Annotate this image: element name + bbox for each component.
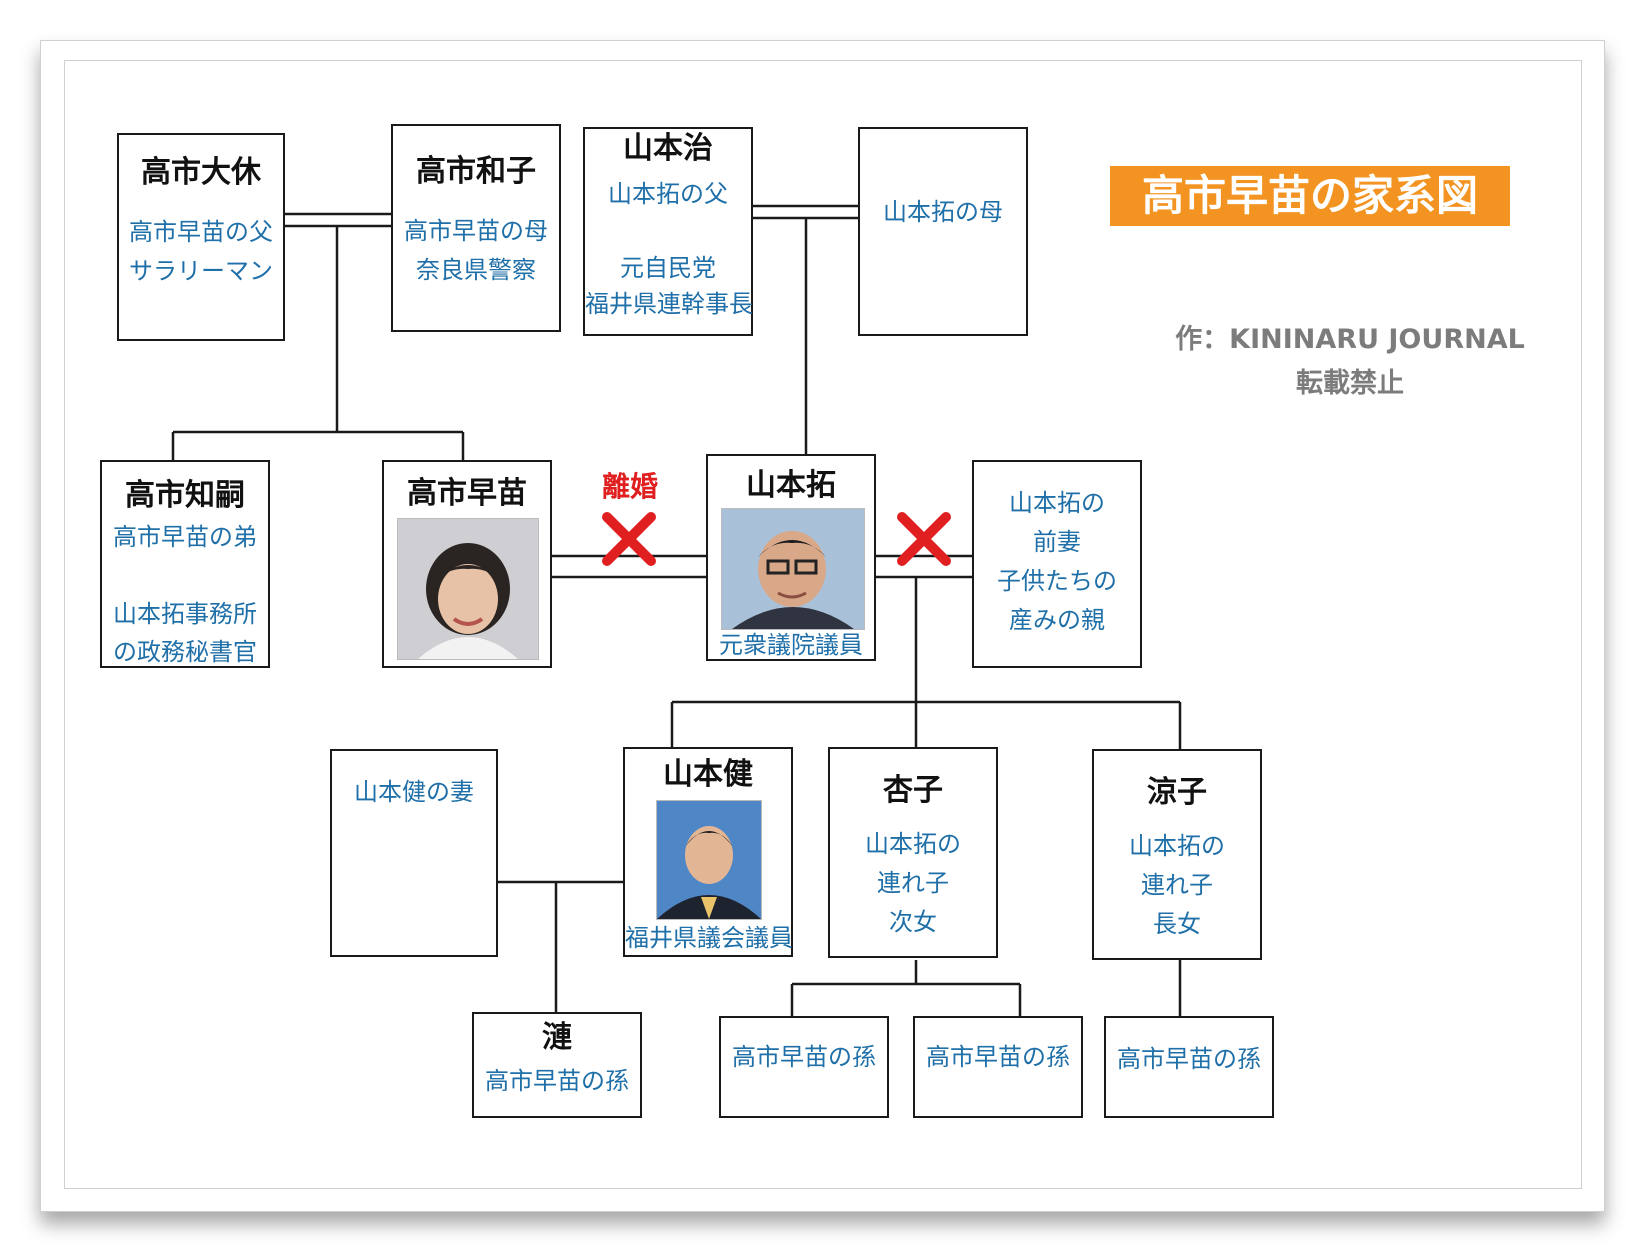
person-yamamoto-mother: 山本拓の母 bbox=[858, 127, 1028, 336]
person-note: 福井県議会議員 bbox=[625, 924, 793, 952]
person-name: 杏子 bbox=[883, 773, 943, 808]
person-grandchild-3: 高市早苗の孫 bbox=[1104, 1016, 1274, 1118]
person-note: サラリーマン bbox=[129, 257, 273, 285]
person-ryoko: 涼子 山本拓の 連れ子 長女 bbox=[1092, 749, 1262, 960]
person-note: 山本拓の母 bbox=[883, 198, 1003, 226]
person-name: 漣 bbox=[542, 1020, 572, 1055]
credit-note: 転載禁止 bbox=[1296, 368, 1404, 399]
person-name: 高市和子 bbox=[416, 154, 536, 189]
page-title: 高市早苗の家系図 bbox=[1110, 166, 1510, 226]
person-note: 次女 bbox=[889, 908, 937, 936]
person-kyoko: 杏子 山本拓の 連れ子 次女 bbox=[828, 747, 998, 958]
person-note: 山本拓事務所 bbox=[113, 600, 257, 628]
person-note: 長女 bbox=[1153, 910, 1201, 938]
divorce-label: 離婚 bbox=[601, 470, 658, 503]
person-note: 高市早苗の孫 bbox=[485, 1067, 629, 1095]
person-note: 山本拓の bbox=[1009, 489, 1105, 517]
person-note: 高市早苗の母 bbox=[404, 217, 548, 245]
person-note: 奈良県警察 bbox=[416, 256, 536, 284]
person-grandchild-2: 高市早苗の孫 bbox=[913, 1016, 1083, 1118]
person-note: 高市早苗の孫 bbox=[1117, 1045, 1261, 1073]
person-name: 高市知嗣 bbox=[125, 478, 245, 513]
person-note: 元衆議院議員 bbox=[719, 631, 863, 659]
person-takaichi-tomotsugu: 高市知嗣 高市早苗の弟 山本拓事務所 の政務秘書官 bbox=[100, 460, 270, 668]
person-name: 山本健 bbox=[663, 757, 753, 792]
person-note: 子供たちの bbox=[997, 567, 1117, 595]
credit: 作：KININARU JOURNAL 転載禁止 bbox=[1120, 318, 1580, 406]
person-note: 高市早苗の父 bbox=[129, 218, 273, 246]
portrait-photo bbox=[397, 518, 539, 660]
person-name: 山本拓 bbox=[746, 468, 836, 503]
portrait-photo bbox=[721, 508, 865, 630]
person-note: 前妻 bbox=[1033, 528, 1081, 556]
person-note: 山本拓の bbox=[865, 830, 961, 858]
portrait-photo bbox=[656, 800, 762, 920]
person-yamamoto-exwife: 山本拓の 前妻 子供たちの 産みの親 bbox=[972, 460, 1142, 668]
person-note: 連れ子 bbox=[1141, 871, 1213, 899]
person-note: 山本拓の父 bbox=[608, 180, 728, 208]
person-note: 高市早苗の孫 bbox=[926, 1043, 1070, 1071]
person-grandchild-1: 高市早苗の孫 bbox=[719, 1016, 889, 1118]
cross-icon bbox=[602, 512, 656, 566]
cross-icon bbox=[897, 512, 951, 566]
person-note: 高市早苗の孫 bbox=[732, 1043, 876, 1071]
person-takaichi-sanae: 高市早苗 bbox=[382, 460, 552, 668]
person-note: 福井県連幹事長 bbox=[585, 290, 753, 318]
person-note: 山本拓の bbox=[1129, 832, 1225, 860]
credit-author: 作：KININARU JOURNAL bbox=[1175, 324, 1525, 355]
person-note: 山本健の妻 bbox=[354, 778, 474, 806]
person-yamamoto-taku: 山本拓 元衆議院議員 bbox=[706, 454, 876, 661]
person-note: 産みの親 bbox=[1009, 606, 1105, 634]
person-note: 高市早苗の弟 bbox=[113, 523, 257, 551]
person-ren: 漣 高市早苗の孫 bbox=[472, 1012, 642, 1118]
person-name: 涼子 bbox=[1147, 775, 1207, 810]
person-name: 高市早苗 bbox=[407, 476, 527, 511]
person-note: 連れ子 bbox=[877, 869, 949, 897]
person-name: 高市大休 bbox=[141, 155, 261, 190]
person-yamamoto-osamu: 山本治 山本拓の父 元自民党 福井県連幹事長 bbox=[583, 127, 753, 336]
person-yamamoto-ken-wife: 山本健の妻 bbox=[330, 749, 498, 957]
person-yamamoto-ken: 山本健 福井県議会議員 bbox=[623, 747, 793, 957]
person-name: 山本治 bbox=[623, 131, 713, 166]
person-note: 元自民党 bbox=[620, 254, 716, 282]
person-note: の政務秘書官 bbox=[113, 638, 257, 666]
person-takaichi-kazuko: 高市和子 高市早苗の母 奈良県警察 bbox=[391, 124, 561, 332]
person-takaichi-daikyu: 高市大休 高市早苗の父 サラリーマン bbox=[117, 133, 285, 341]
